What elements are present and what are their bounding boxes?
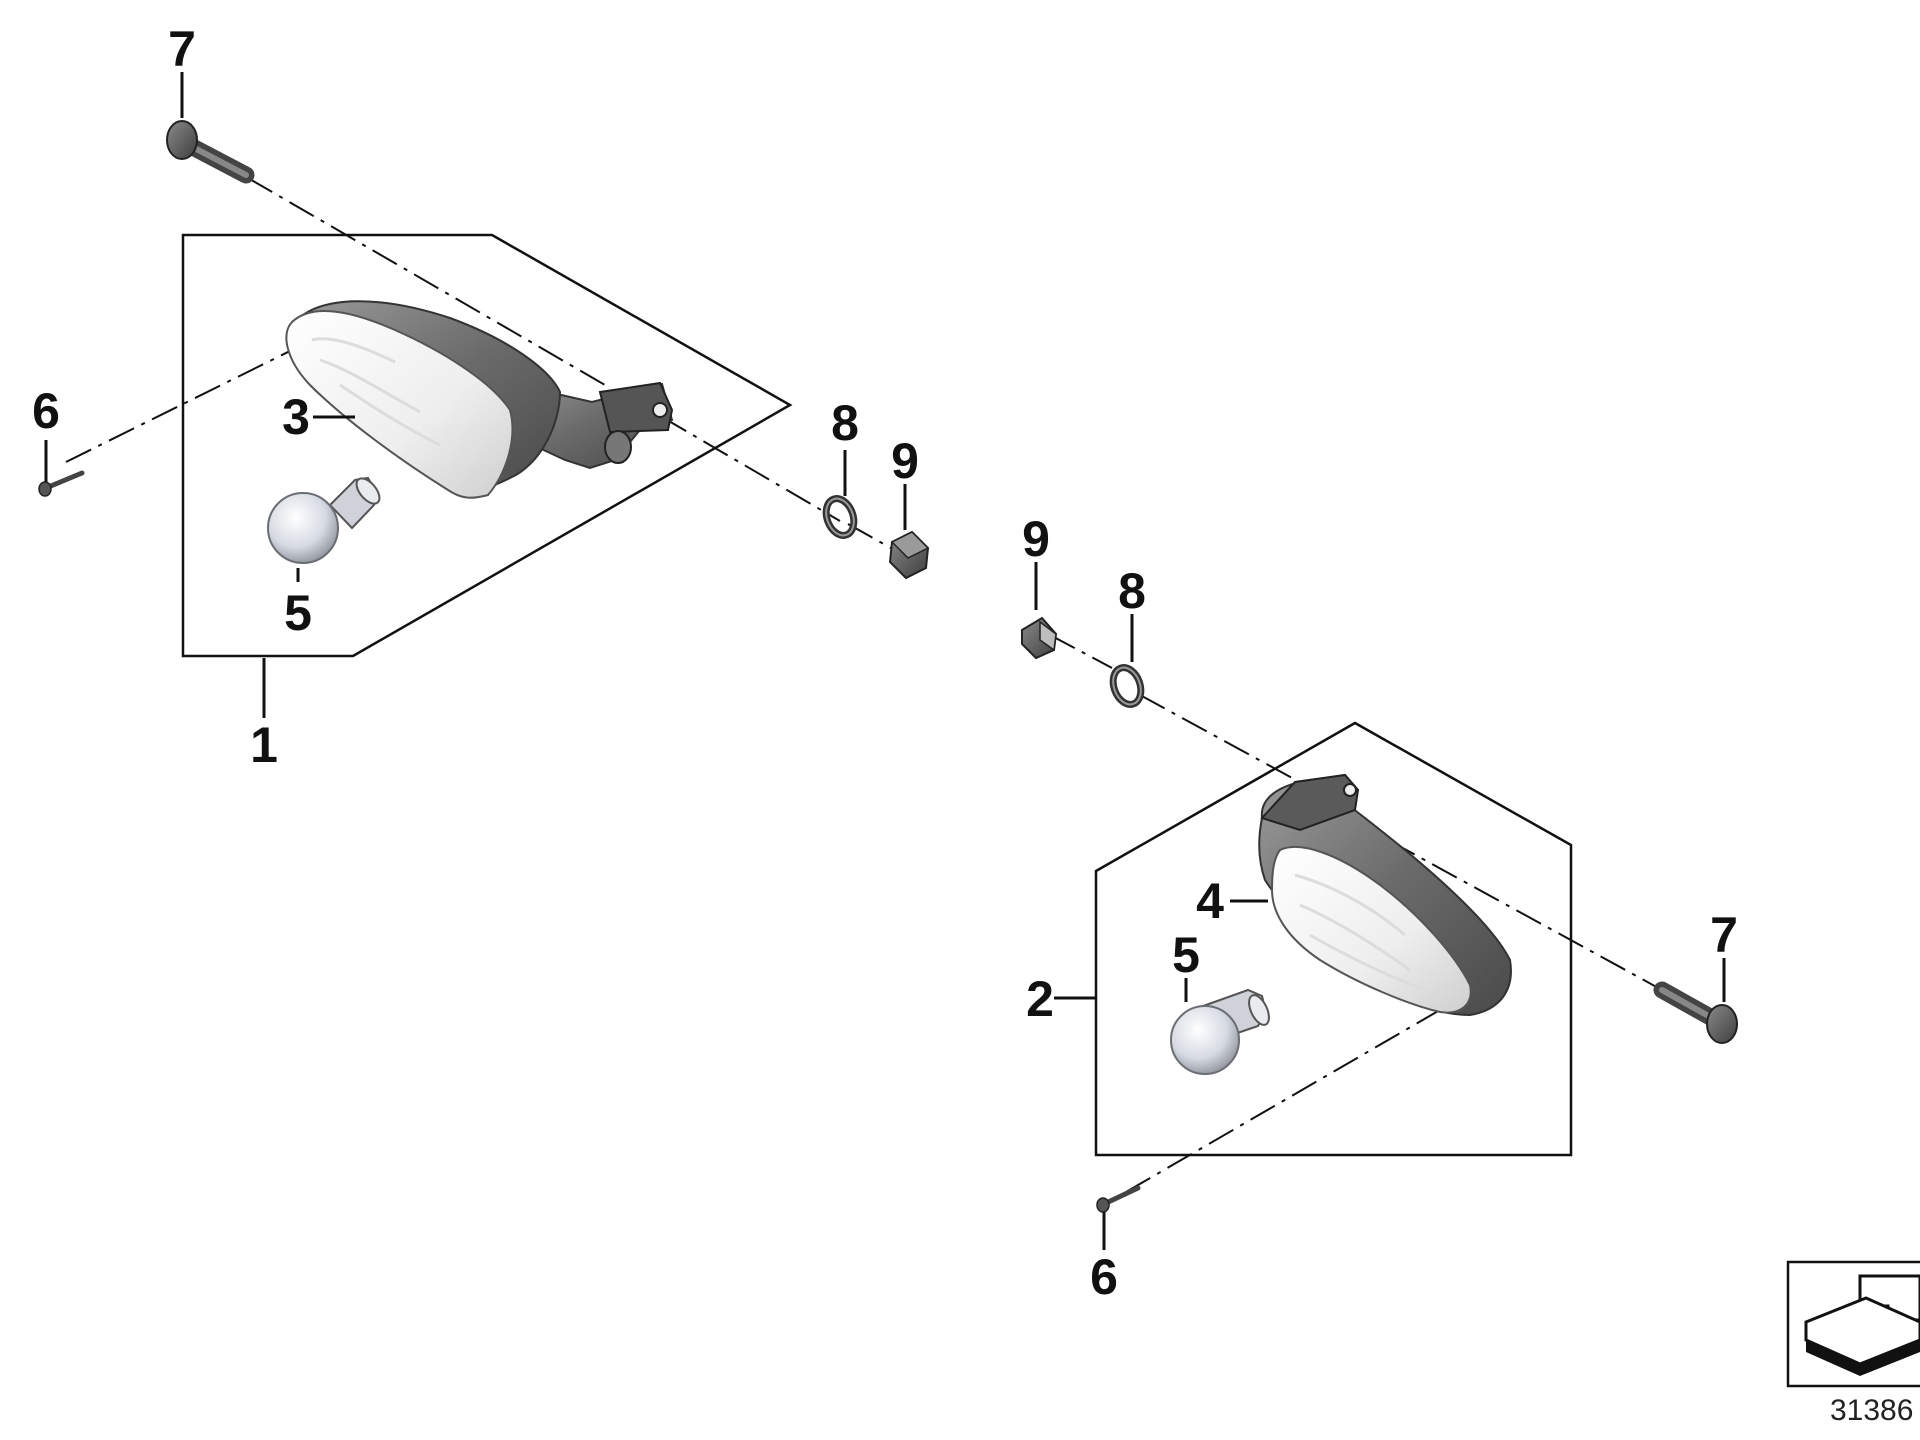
right-bulb-5 [1170,988,1270,1075]
callout-left-3: 3 [282,389,310,445]
right-assembly-frame [1094,721,1573,1157]
right-small-screw-6 [1096,1185,1141,1213]
callout-right-6: 6 [1090,1249,1118,1305]
arrow-symbol-icon [1804,1274,1920,1376]
callout-right-8: 8 [1118,563,1146,619]
left-screw-axis [65,347,297,463]
callout-left-7: 7 [168,21,196,77]
callout-right-4: 4 [1196,873,1224,929]
callout-right-9: 9 [1022,511,1050,567]
callout-left-8: 8 [831,395,859,451]
left-indicator-assembly: 7 3 5 6 8 9 1 [32,21,930,773]
right-lens-4 [1270,845,1472,1014]
callout-right-7: 7 [1710,907,1738,963]
callout-left-1: 1 [250,717,278,773]
callout-right-2: 2 [1026,971,1054,1027]
right-washer-8 [1109,664,1145,708]
right-nut-washer-axis [1049,634,1113,669]
catalog-symbol: 31386 [1786,1260,1920,1427]
left-bolt-axis [247,177,606,386]
left-assembly-frame [181,233,793,658]
left-washer-8 [822,495,858,539]
callout-left-5: 5 [284,585,312,641]
left-bolt-7 [166,120,255,184]
left-lens-3 [285,310,514,499]
left-washer-nut-axis [847,523,899,553]
left-nut-9 [888,530,930,580]
right-nut-9 [1021,616,1058,660]
right-bolt-7 [1653,981,1738,1044]
right-screw-axis [1125,1002,1453,1193]
right-indicator-assembly: 9 8 4 5 2 7 6 [1021,511,1738,1305]
left-small-screw-6 [38,470,85,497]
callout-left-6: 6 [32,383,60,439]
left-mount-axis [661,416,841,522]
catalog-number: 31386 [1830,1394,1913,1427]
right-mount-axis [1139,694,1306,786]
callout-right-5: 5 [1172,927,1200,983]
callout-left-9: 9 [891,433,919,489]
left-bulb-5 [267,476,381,564]
